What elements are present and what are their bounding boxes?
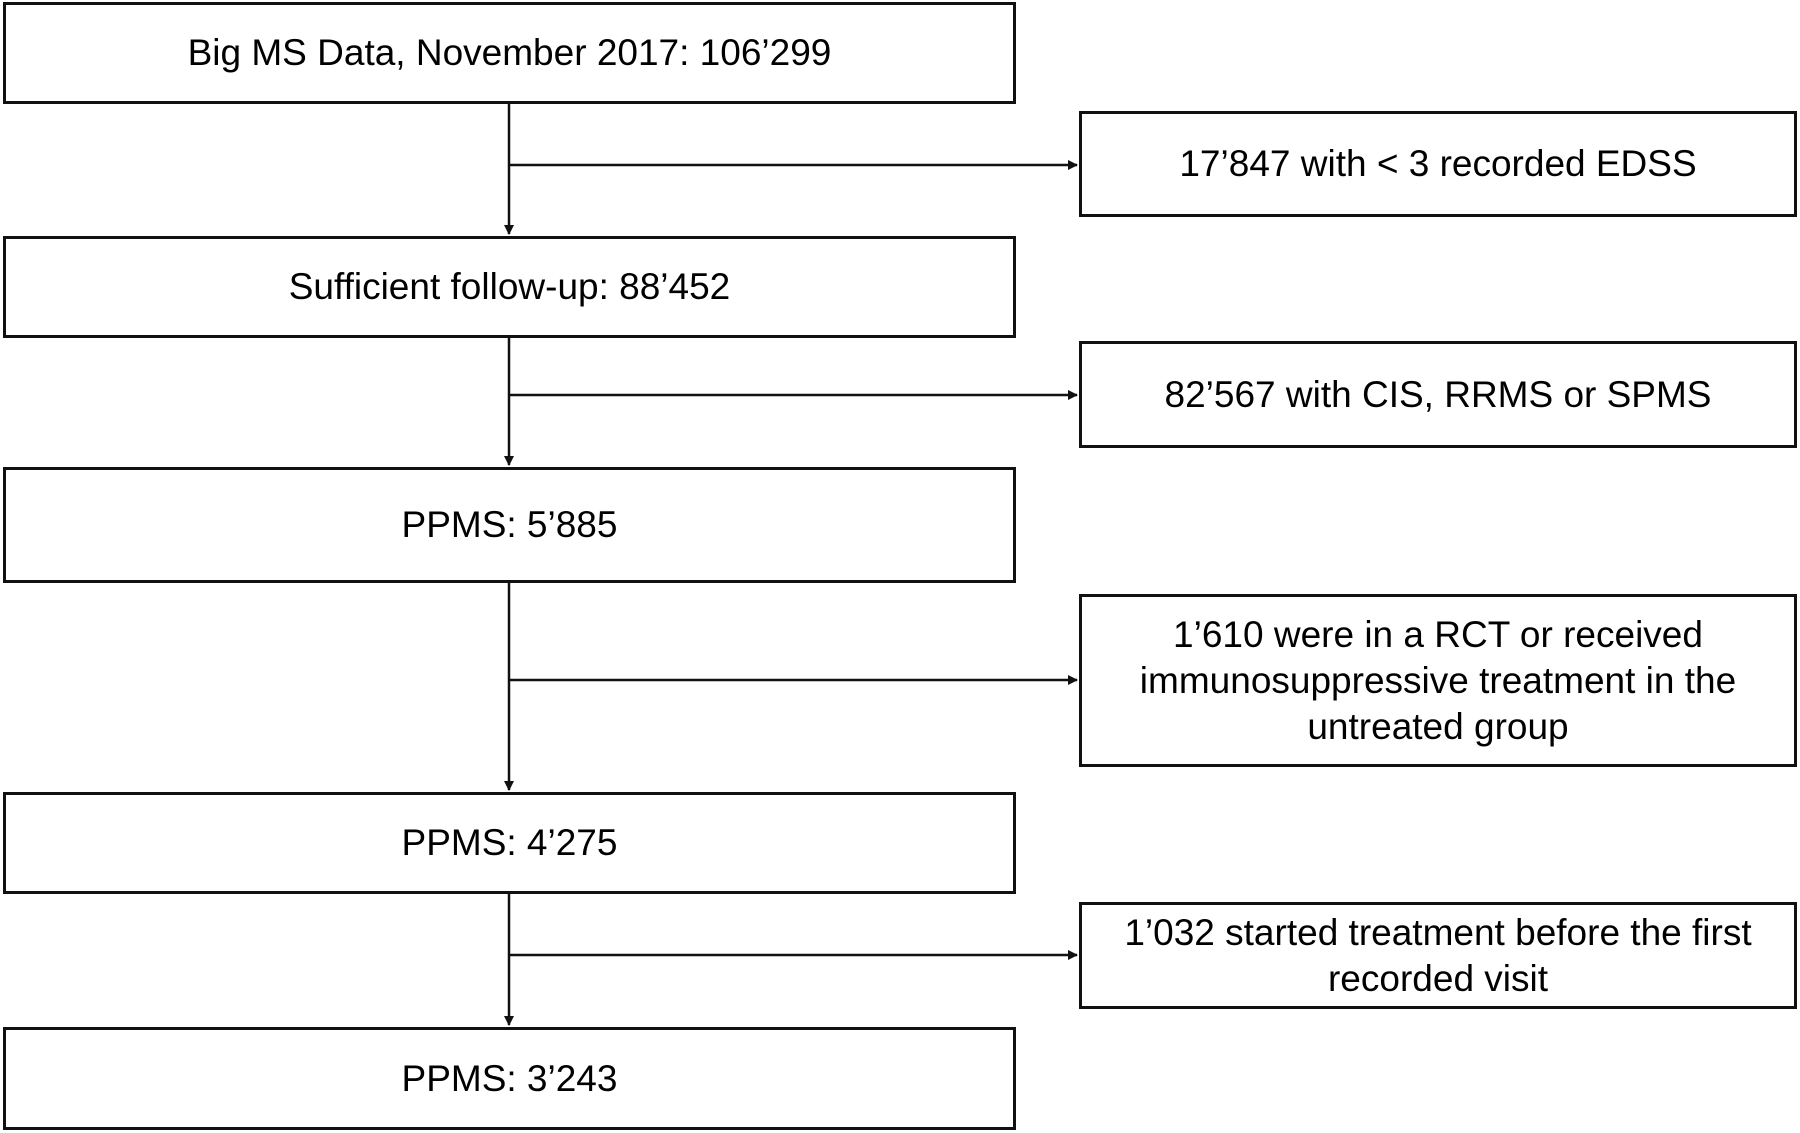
main-step-label: Sufficient follow-up: 88’452	[288, 266, 731, 307]
exclusion-label: 1’032 started treatment before the first…	[1124, 911, 1752, 999]
exclusion-box: 1’032 started treatment before the first…	[1079, 902, 1797, 1009]
main-step-label: PPMS: 4’275	[401, 822, 618, 863]
main-step-label: PPMS: 5’885	[401, 504, 618, 545]
main-step-box: Big MS Data, November 2017: 106’299	[3, 2, 1016, 104]
exclusion-label: 82’567 with CIS, RRMS or SPMS	[1164, 373, 1712, 415]
exclusion-box: 82’567 with CIS, RRMS or SPMS	[1079, 341, 1797, 448]
main-step-box: PPMS: 3’243	[3, 1027, 1016, 1130]
exclusion-label: 17’847 with < 3 recorded EDSS	[1179, 143, 1697, 184]
main-step-box: Sufficient follow-up: 88’452	[3, 236, 1016, 338]
exclusion-box: 1’610 were in a RCT or received immunosu…	[1079, 594, 1797, 767]
main-step-label: PPMS: 3’243	[401, 1057, 618, 1099]
exclusion-label: 1’610 were in a RCT or received immunosu…	[1139, 613, 1737, 747]
exclusion-box: 17’847 with < 3 recorded EDSS	[1079, 111, 1797, 217]
main-step-box: PPMS: 5’885	[3, 467, 1016, 583]
main-step-box: PPMS: 4’275	[3, 792, 1016, 894]
main-step-label: Big MS Data, November 2017: 106’299	[187, 32, 832, 73]
